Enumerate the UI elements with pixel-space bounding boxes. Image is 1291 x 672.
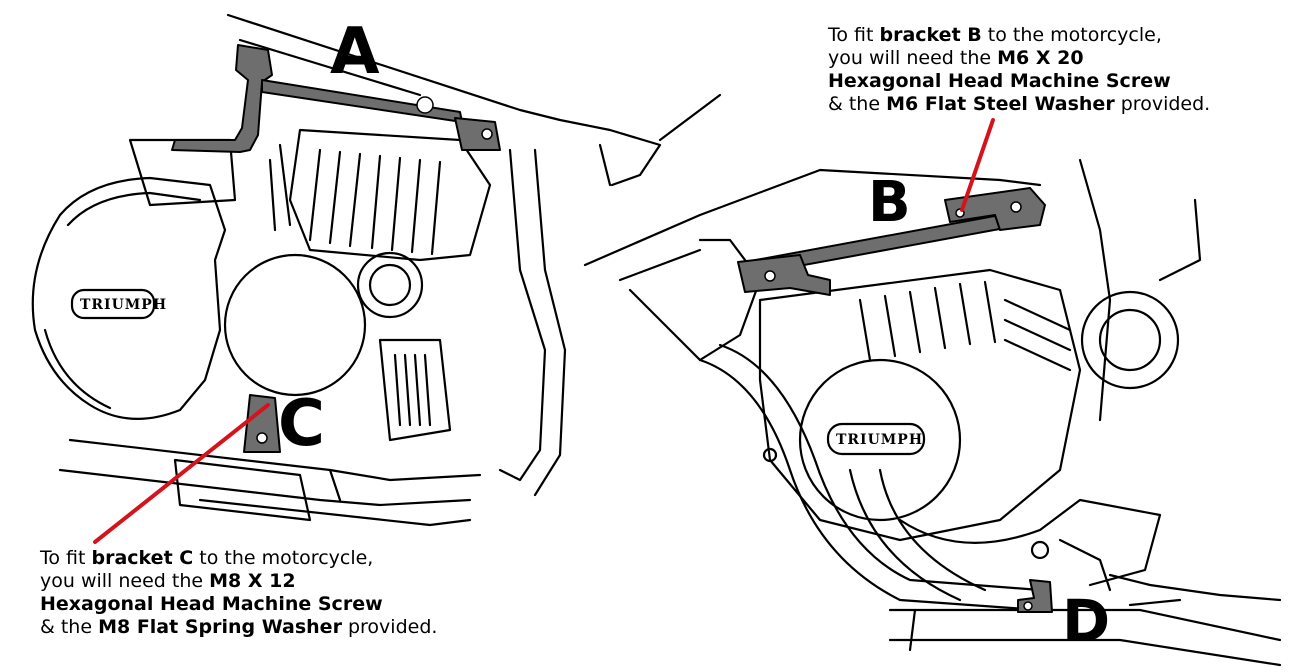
note-b-line-1: To fit bracket B to the motorcycle, (828, 24, 1210, 47)
bracket-b-left-tab (737, 254, 831, 296)
note-b-line-2: you will need the M6 X 20 (828, 47, 1210, 70)
note-text: you will need the (828, 47, 998, 69)
note-c-line-3: Hexagonal Head Machine Screw (40, 593, 437, 616)
note-text: & the (828, 93, 887, 115)
crankcase-cover (798, 358, 962, 522)
note-text: To fit (40, 547, 92, 569)
note-text: To fit (828, 24, 880, 46)
bracket-c-instructions: To fit bracket C to the motorcycle, you … (40, 547, 437, 639)
note-c-line-4: & the M8 Flat Spring Washer provided. (40, 616, 437, 639)
note-bold: M8 X 12 (209, 570, 296, 592)
note-bold: M8 Flat Spring Washer (98, 616, 342, 638)
left-engine-view (31, 13, 662, 527)
bracket-a-tab (454, 117, 501, 151)
note-c-line-2: you will need the M8 X 12 (40, 570, 437, 593)
bracket-d (1017, 579, 1053, 613)
triumph-badge-right-text: TRIUMPH (836, 432, 923, 448)
bracket-label-a: A (330, 15, 380, 89)
clutch-cover (31, 176, 227, 420)
bracket-label-c: C (278, 387, 325, 461)
pointer-b (960, 118, 995, 212)
note-text: & the (40, 616, 99, 638)
note-bold: Hexagonal Head Machine Screw (40, 593, 383, 615)
pointer-c (93, 403, 270, 544)
bracket-c (243, 394, 281, 453)
triumph-badge-left-text: TRIUMPH (80, 297, 167, 313)
note-bold: bracket B (879, 24, 982, 46)
note-bold: M6 X 20 (997, 47, 1084, 69)
right-engine-view (583, 93, 1282, 667)
note-c-line-1: To fit bracket C to the motorcycle, (40, 547, 437, 570)
note-text: to the motorcycle, (981, 24, 1162, 46)
triumph-badge-left (70, 288, 156, 320)
note-text: you will need the (40, 570, 210, 592)
bracket-label-d: D (1062, 587, 1111, 655)
bracket-b-right-tab (944, 187, 1046, 231)
triumph-badge-right (826, 422, 926, 456)
note-b-line-3: Hexagonal Head Machine Screw (828, 70, 1210, 93)
brackets (171, 44, 1053, 613)
note-text: to the motorcycle, (193, 547, 374, 569)
bracket-a (171, 44, 273, 153)
note-bold: M6 Flat Steel Washer (886, 93, 1115, 115)
note-text: provided. (1114, 93, 1211, 115)
ignition-cover (1080, 290, 1180, 390)
note-b-line-4: & the M6 Flat Steel Washer provided. (828, 93, 1210, 116)
bracket-b-instructions: To fit bracket B to the motorcycle, you … (828, 24, 1210, 116)
note-text: provided. (341, 616, 438, 638)
alternator-cover (223, 253, 367, 397)
pointer-lines (93, 118, 995, 544)
bracket-label-b: B (868, 170, 911, 235)
note-bold: bracket C (91, 547, 194, 569)
note-bold: Hexagonal Head Machine Screw (828, 70, 1171, 92)
